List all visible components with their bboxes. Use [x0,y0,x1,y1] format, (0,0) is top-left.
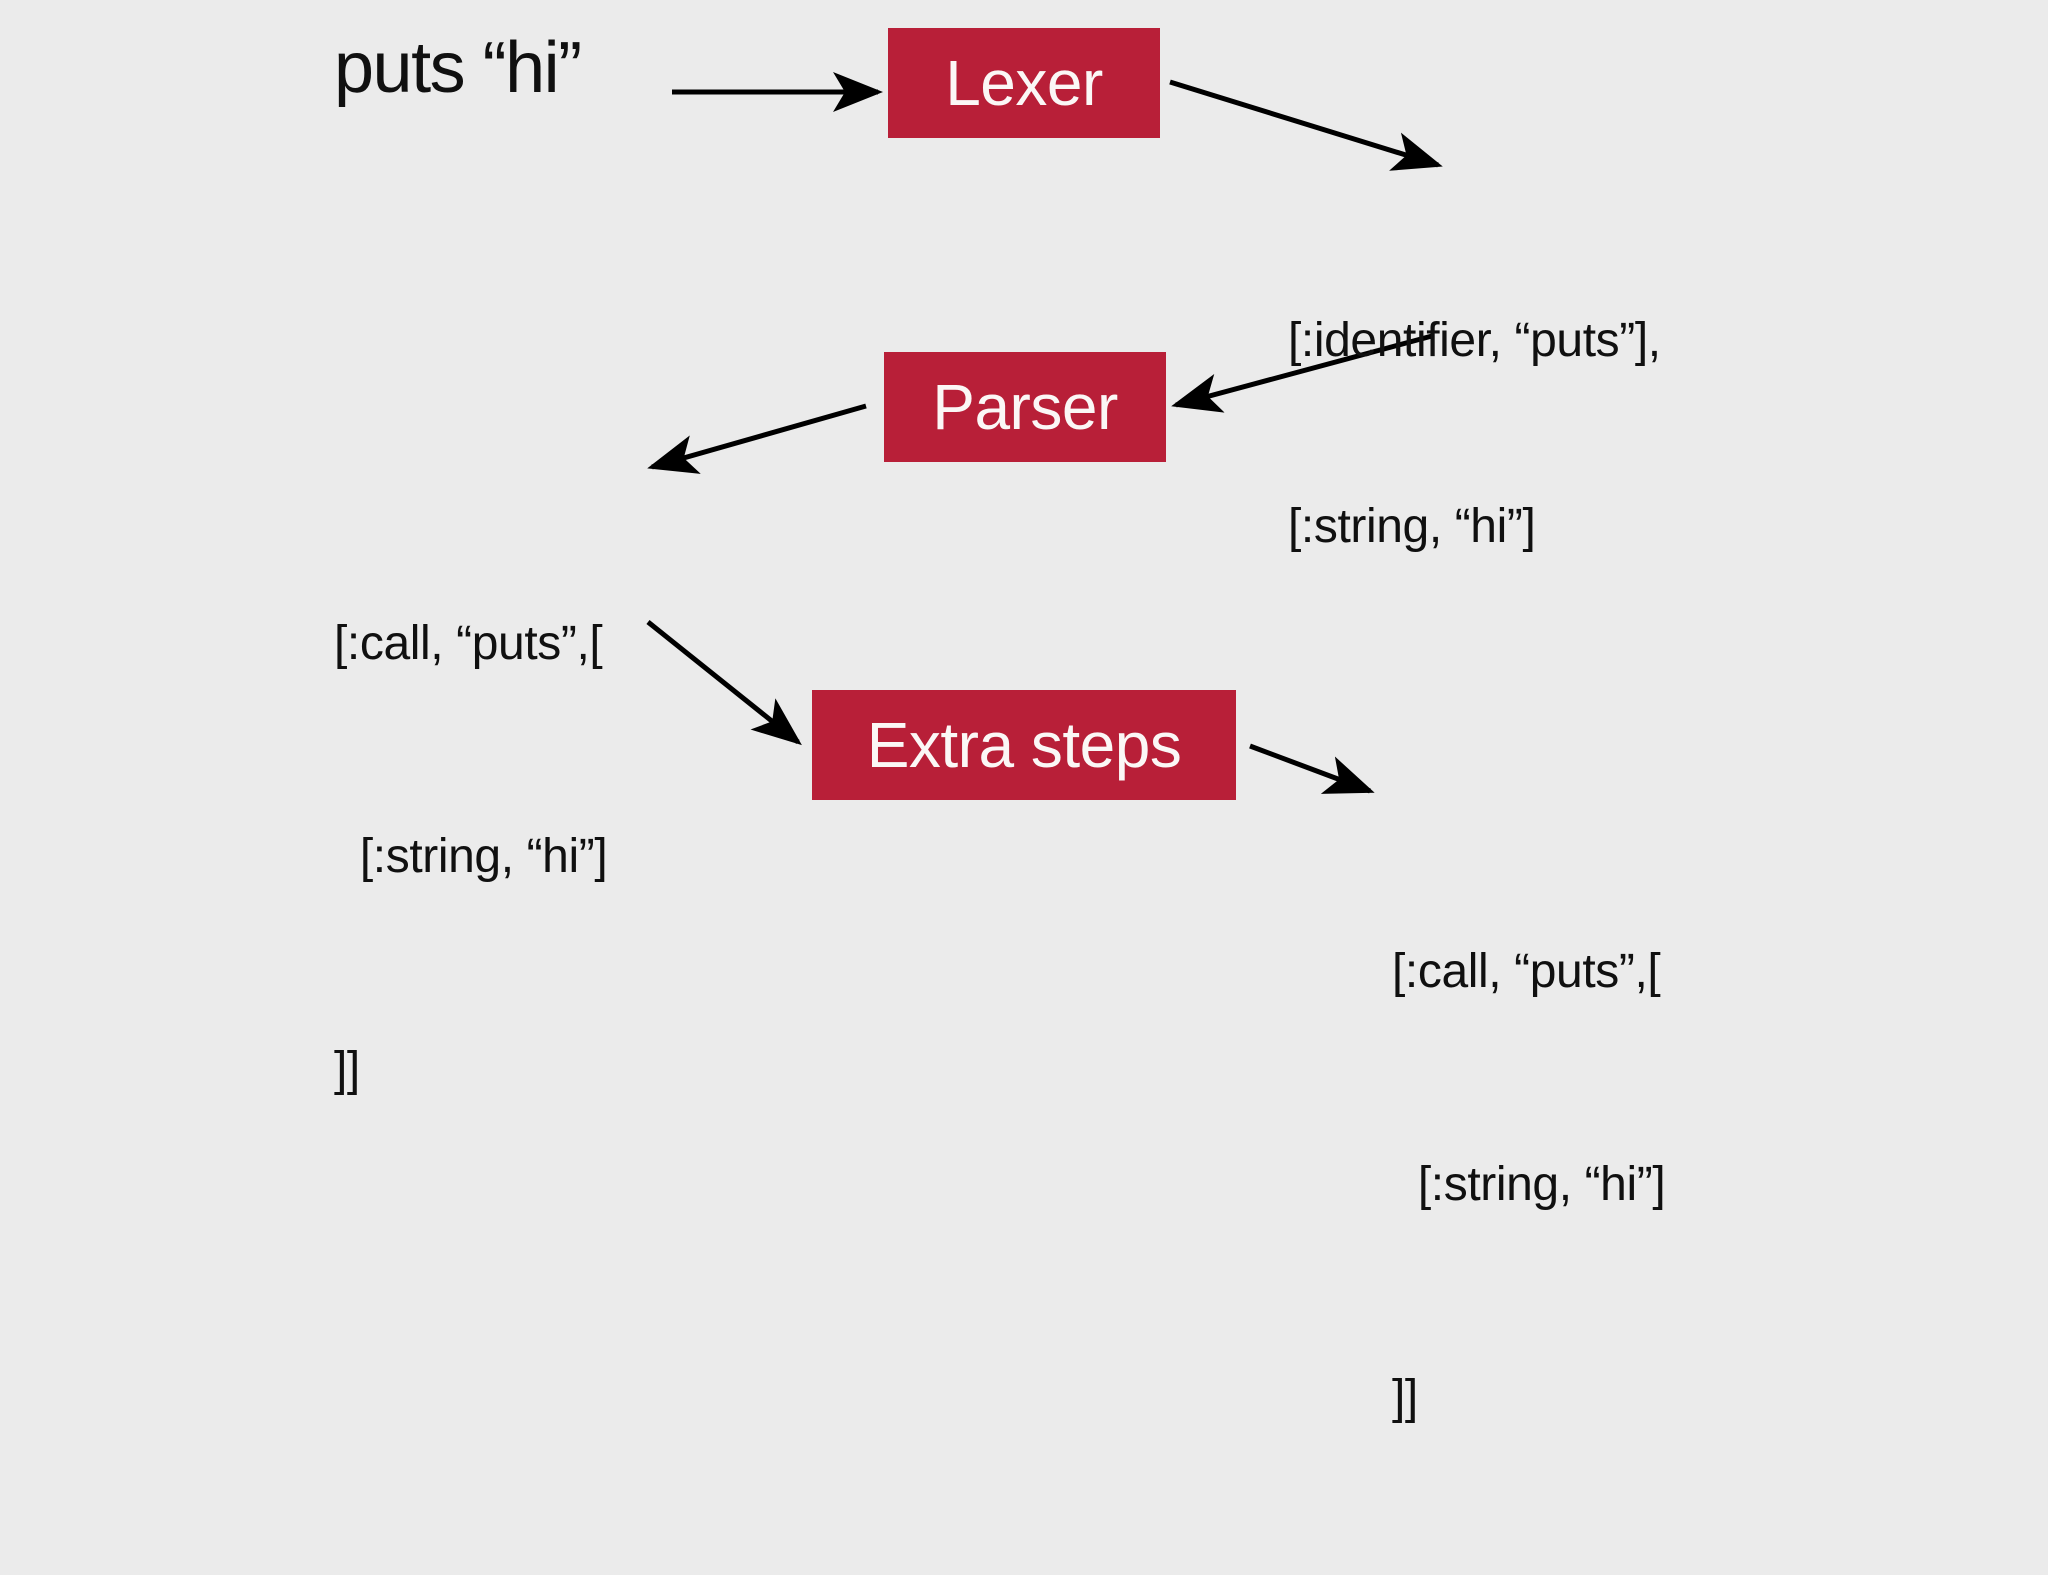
diagram-canvas: puts “hi” Lexer [:identifier, “puts”], [… [334,28,1666,1424]
stage-box-lexer[interactable]: Lexer [888,28,1160,138]
ast-output-text: [:call, “puts”,[ [:string, “hi”] ]] [334,466,608,1247]
stage-box-parser[interactable]: Parser [884,352,1166,462]
ast-line-3: ]] [334,1043,360,1096]
stage-label-lexer: Lexer [945,47,1103,119]
final-output-text: [:call, “puts”,[ [:string, “hi”] ]] [1392,794,1666,1575]
stage-label-extra-steps: Extra steps [866,709,1182,781]
ast-line-1: [:call, “puts”,[ [334,617,603,670]
tokens-line-1: [:identifier, “puts”], [1288,314,1661,367]
final-line-1: [:call, “puts”,[ [1392,945,1661,998]
arrow-extra-steps-to-final [1249,743,1375,794]
tokens-line-2: [:string, “hi”] [1288,500,1536,553]
arrow-parser-to-ast [647,403,867,474]
arrow-ast-to-extra-steps [646,620,802,746]
final-line-3: ]] [1392,1371,1418,1424]
final-line-2: [:string, “hi”] [1392,1158,1666,1211]
stage-label-parser: Parser [932,371,1118,443]
tokens-output-text: [:identifier, “puts”], [:string, “hi”] [1288,186,1661,682]
ast-line-2: [:string, “hi”] [334,830,608,883]
arrow-lexer-to-tokens [1169,79,1443,171]
stage-box-extra-steps[interactable]: Extra steps [812,690,1236,800]
source-code-text: puts “hi” [334,28,582,108]
arrow-layer [646,72,1443,794]
